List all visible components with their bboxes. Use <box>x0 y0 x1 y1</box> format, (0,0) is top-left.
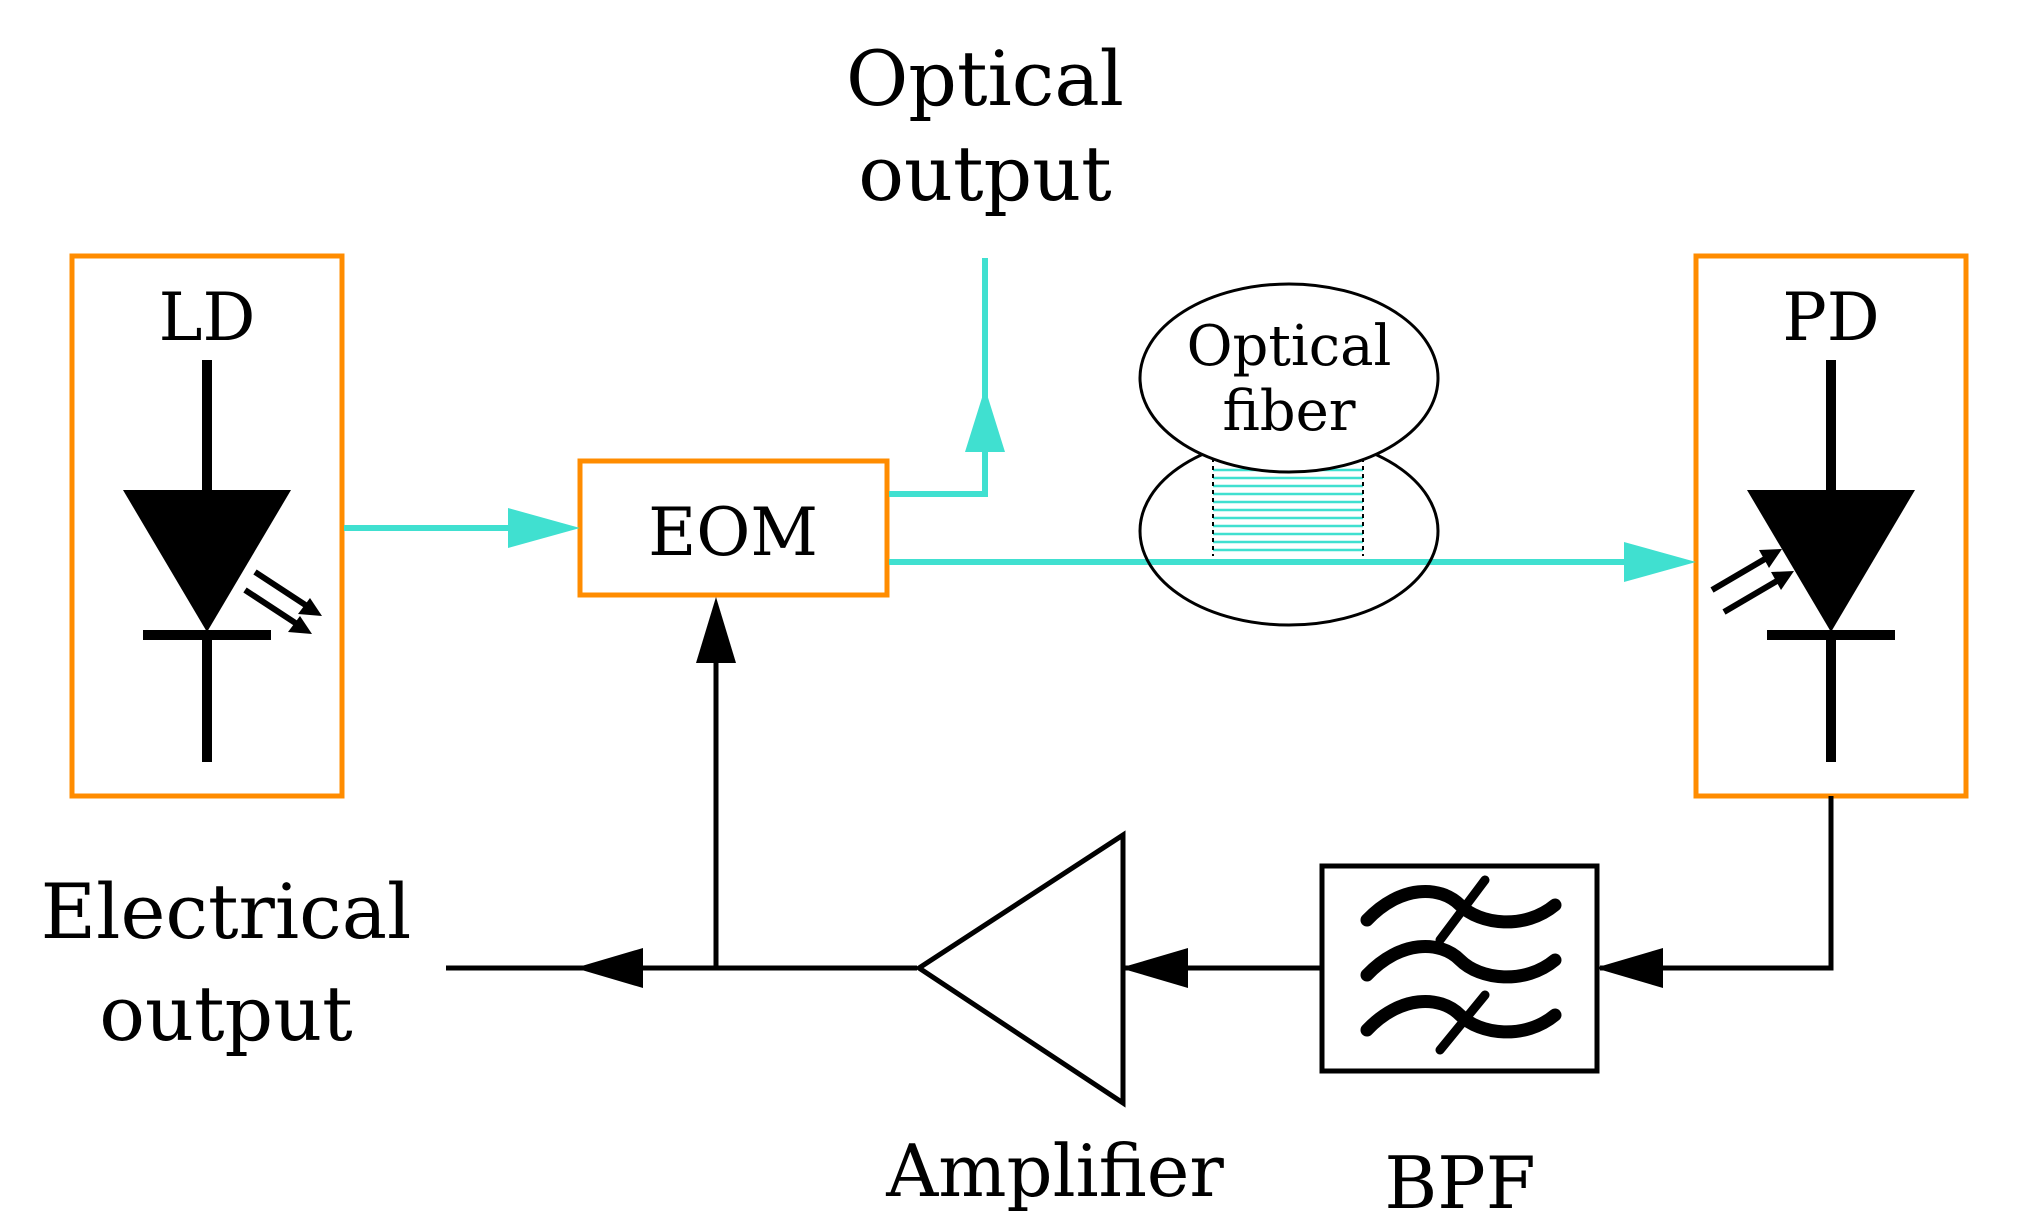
electrical-output-label-line1: Electrical <box>41 867 412 956</box>
ld-box <box>69 253 345 799</box>
optical-paths <box>344 258 1696 582</box>
eom-label: EOM <box>648 494 818 571</box>
optical-output-label-line1: Optical <box>846 34 1124 123</box>
ld-block: LD <box>69 253 345 799</box>
electrical-output-arrow <box>575 948 643 988</box>
pd-to-bpf-arrow <box>1595 948 1663 988</box>
pd-to-bpf-link <box>1600 796 1834 971</box>
bpf-block <box>1319 863 1600 1074</box>
fiber-label-line2: fiber <box>1222 379 1355 444</box>
feedback-to-eom-arrow <box>696 597 736 663</box>
bpf-to-amplifier-arrow <box>1120 948 1188 988</box>
ld-label: LD <box>159 279 256 356</box>
electrical-paths <box>446 597 1834 988</box>
optical-output-arrow <box>965 388 1005 452</box>
laser-diode-icon <box>123 360 322 762</box>
eom-to-optical-output-link <box>889 258 988 497</box>
ld-to-eom-arrow <box>508 508 580 548</box>
bpf-label: BPF <box>1384 1141 1535 1221</box>
pd-label: PD <box>1782 279 1879 356</box>
photodiode-icon <box>1710 360 1915 762</box>
amplifier-label: Amplifier <box>885 1129 1224 1213</box>
electrical-output-label-line2: output <box>99 969 352 1058</box>
pd-block: PD <box>1693 253 1969 799</box>
optical-output-label-line2: output <box>858 129 1111 218</box>
amplifier-triangle-icon <box>914 830 1126 1108</box>
fiber-spool-icon: Optical fiber <box>1138 282 1440 627</box>
eom-block: EOM <box>577 458 890 598</box>
eom-to-pd-arrow <box>1624 542 1696 582</box>
bpf-box <box>1319 863 1600 1074</box>
band-pass-filter-icon <box>1360 875 1562 1055</box>
fiber-label-line1: Optical <box>1187 314 1392 379</box>
